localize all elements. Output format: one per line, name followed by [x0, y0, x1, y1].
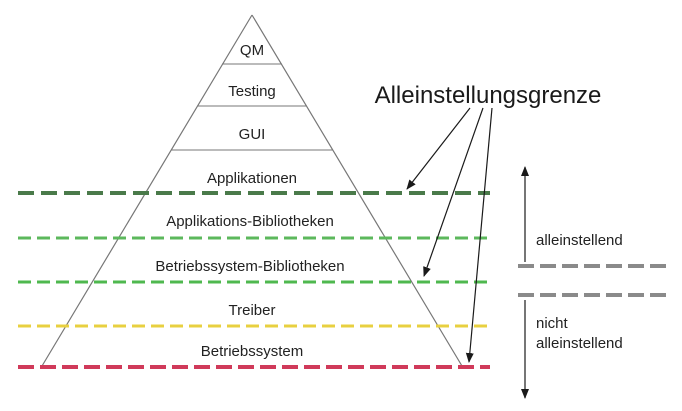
label-nicht-alleinstellend: alleinstellend [536, 335, 623, 352]
callout-label: Alleinstellungsgrenze [375, 82, 602, 109]
layer-label-applikations-bibliotheken: Applikations-Bibliotheken [166, 213, 334, 230]
label-alleinstellend: alleinstellend [536, 232, 623, 249]
layer-label-betriebssystem-bibliotheken: Betriebssystem-Bibliotheken [155, 258, 344, 275]
label-nicht: nicht [536, 315, 569, 332]
layer-label-applikationen: Applikationen [207, 170, 297, 187]
callout-arrow-betriebssystem-bibliotheken [423, 107, 484, 277]
callout-arrow-applikationen [406, 107, 471, 190]
layer-label-betriebssystem: Betriebssystem [201, 343, 304, 360]
pyramid-outline [41, 14, 463, 367]
layer-label-treiber: Treiber [229, 302, 276, 319]
layer-label-qm: QM [240, 42, 264, 59]
callout-arrow-betriebssystem [465, 107, 493, 363]
layer-label-testing: Testing [228, 83, 276, 100]
layer-label-gui: GUI [239, 126, 266, 143]
